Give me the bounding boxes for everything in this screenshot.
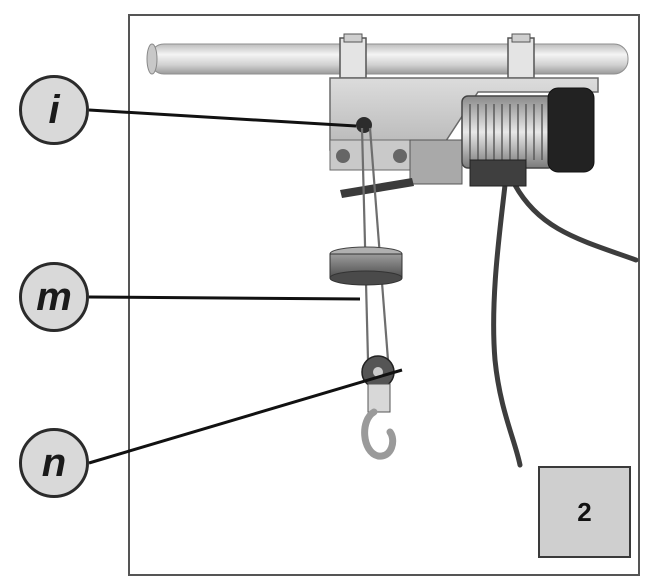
leader-line-n	[88, 368, 403, 465]
leader-line-i	[88, 108, 357, 128]
hoist-limit-lever	[340, 178, 414, 198]
callout-i: i	[19, 75, 89, 145]
figure-number: 2	[577, 496, 592, 527]
pulley-block-hook	[361, 355, 397, 460]
stop-weight	[329, 246, 403, 286]
hoist-motor	[461, 87, 595, 187]
hoist-rope	[360, 127, 390, 361]
power-cable	[491, 182, 639, 468]
leader-line-m	[88, 295, 361, 301]
leader-lines	[88, 108, 403, 465]
rail-bracket-left	[339, 33, 367, 79]
callout-m: m	[19, 262, 89, 332]
callout-n: n	[19, 428, 89, 498]
rail-bracket-right	[507, 33, 535, 79]
rope-outlet	[356, 117, 372, 133]
figure-frame	[128, 14, 640, 576]
hoist-housing	[329, 77, 599, 185]
overhead-rail	[146, 43, 629, 75]
figure-number-box: 2	[538, 466, 631, 558]
